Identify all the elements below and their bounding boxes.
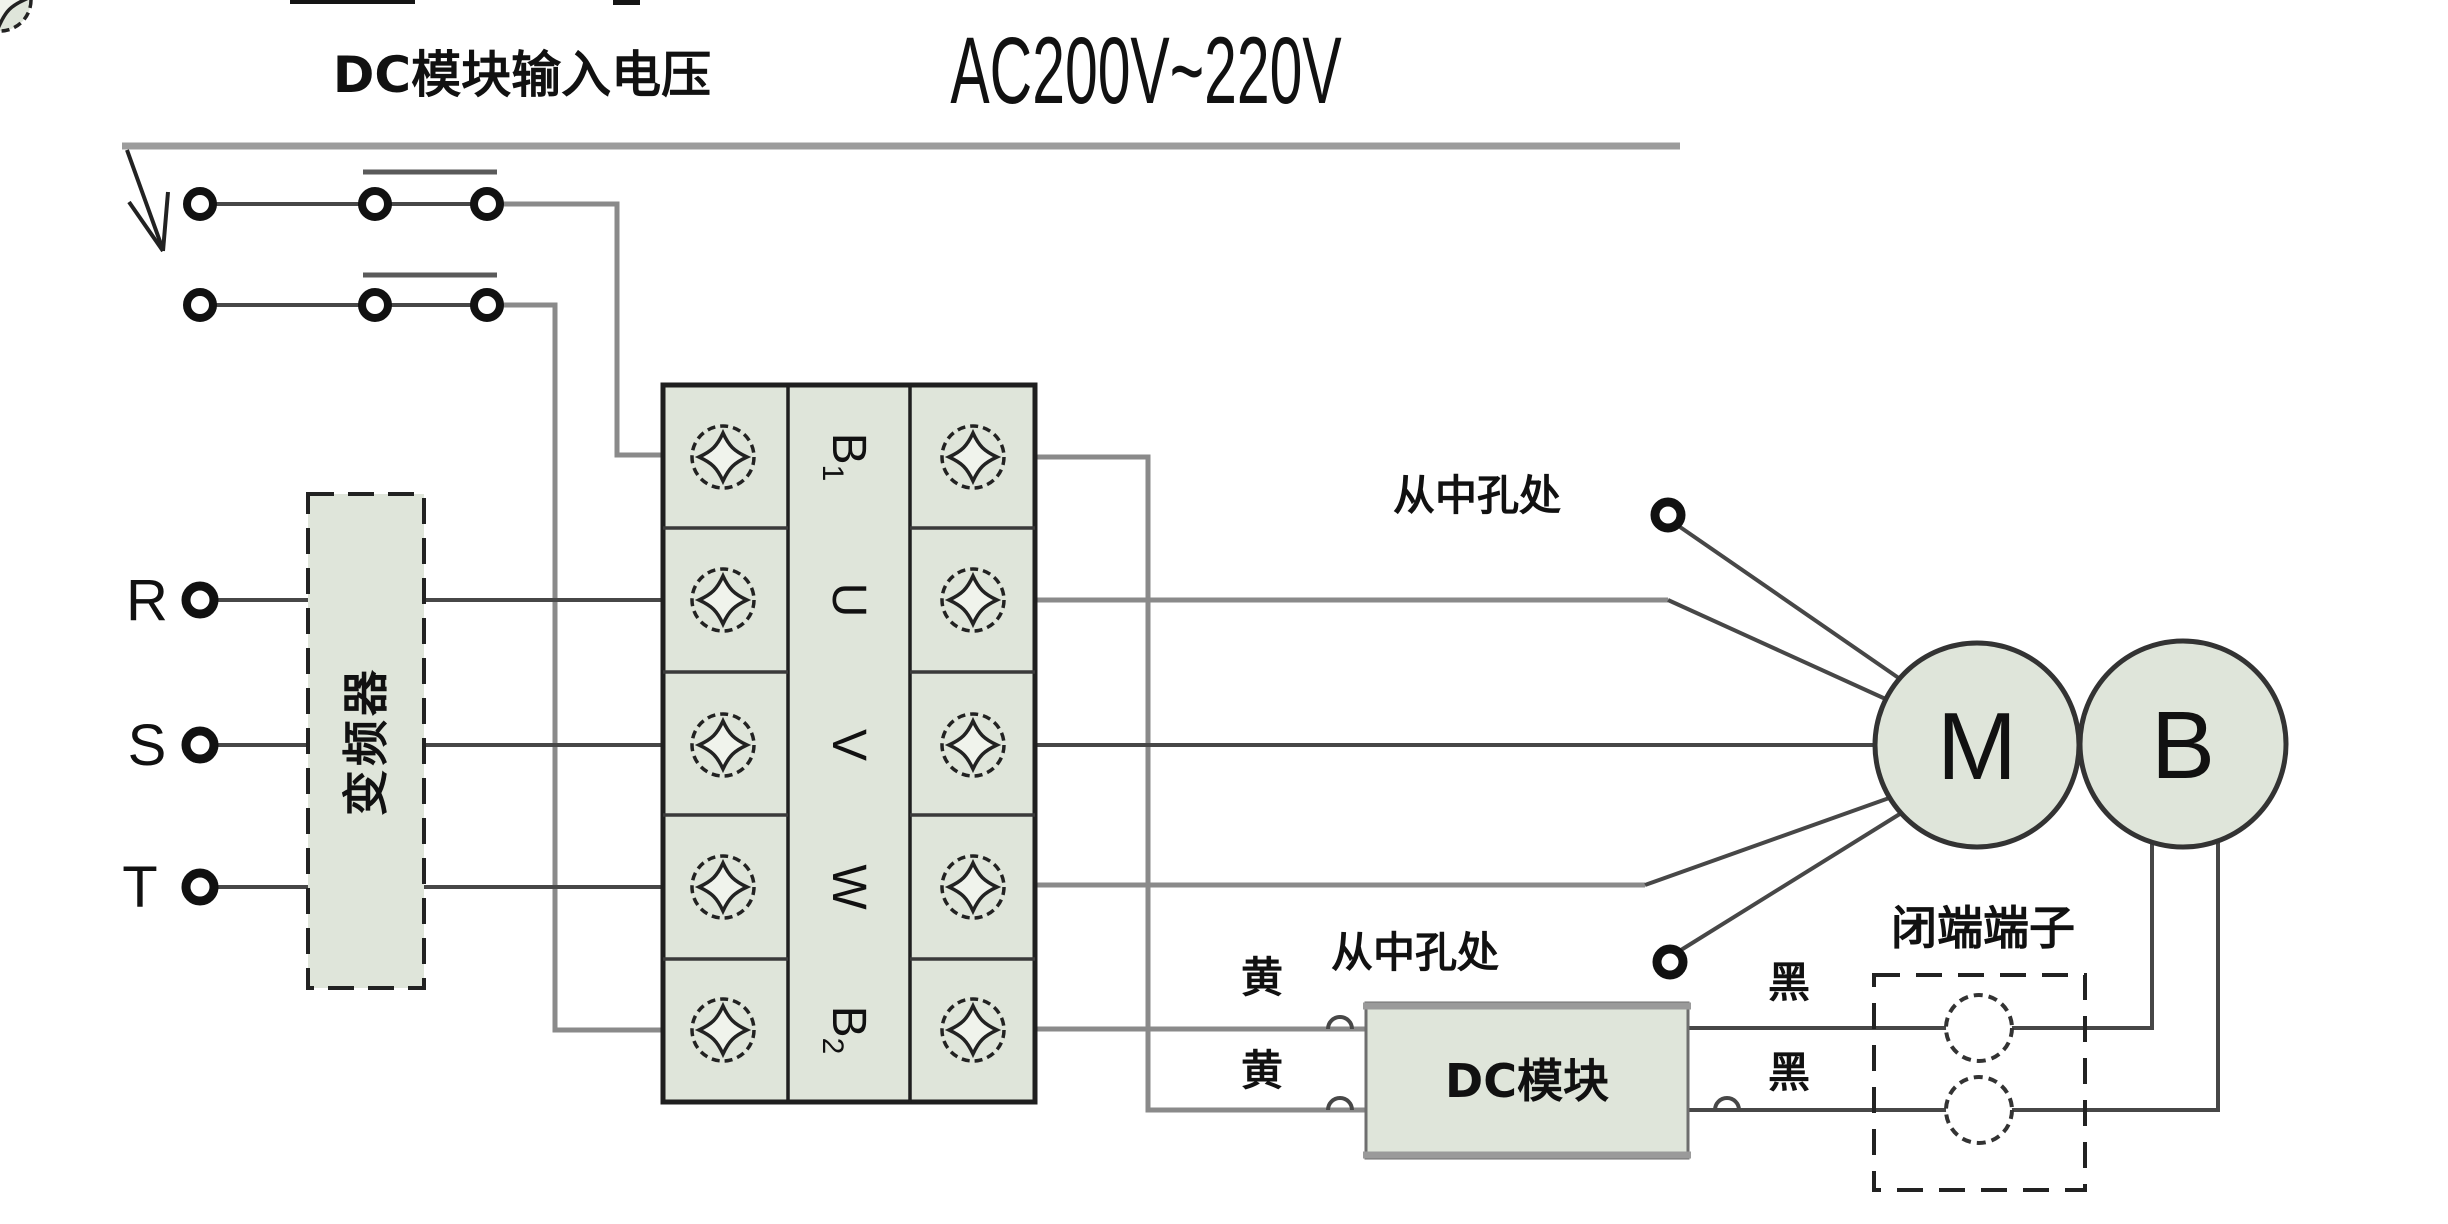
phase-terminal-r: R (126, 568, 219, 633)
wiring (200, 169, 2220, 1113)
dc-module-label: DC模块 (1445, 1054, 1609, 1108)
terminal-label-b1: B1 (816, 433, 875, 482)
switch-dot-icon (183, 187, 504, 322)
terminal-block: B1 U V W B2 (0, 0, 1038, 1105)
wire-u-phase-diagonal (1667, 598, 1891, 703)
yellow-wire-label-1: 黄 (1241, 953, 1283, 1002)
motor-label: M (1937, 693, 2017, 800)
black-wire-label-1: 黑 (1768, 958, 1810, 1007)
ac-voltage-title: AC200V~220V (950, 16, 1341, 123)
dc-module-box: DC模块 (1363, 1001, 1691, 1160)
screw-icon (690, 854, 756, 920)
yellow-wire-label-2: 黄 (1241, 1046, 1283, 1095)
wire-hop (1326, 1096, 1354, 1111)
phase-terminal-t: T (122, 855, 219, 920)
terminal-row-dividers (663, 526, 1035, 961)
phase-label-t: T (122, 855, 157, 920)
center-hole-annotation-bottom: 从中孔处 (1331, 928, 1688, 980)
black-wire-label-2: 黑 (1768, 1048, 1810, 1097)
phase-label-r: R (126, 568, 168, 633)
center-hole-label-bottom: 从中孔处 (1331, 928, 1499, 977)
terminal-label-u: U (822, 583, 875, 618)
wire-w-phase-diagonal (1644, 795, 1893, 887)
center-hole-dot-icon (1652, 944, 1688, 980)
screw-icon (690, 997, 756, 1063)
voltage-arrow-icon (125, 149, 170, 253)
screw-icon (690, 567, 756, 633)
center-hole-dot-icon (1650, 497, 1686, 533)
closed-end-terminal-label: 闭端端子 (1891, 901, 2075, 955)
terminal-label-b2: B2 (816, 1006, 875, 1055)
wire-hop (1713, 1096, 1741, 1111)
brake-circle: B (2077, 638, 2289, 850)
phase-terminal-s: S (128, 713, 219, 778)
closed-end-terminal-circle (1944, 993, 2014, 1063)
screw-icon (690, 424, 756, 490)
screw-icon (940, 424, 1006, 490)
screw-terminal-icons (0, 0, 1006, 1063)
wire-hop (1326, 1015, 1354, 1030)
terminal-dot-icon (181, 726, 219, 764)
motor-circle: M (1872, 640, 2082, 850)
terminal-label-v: V (822, 729, 875, 761)
phase-label-s: S (128, 713, 167, 778)
wire-b1-to-dc-module (973, 454, 1366, 1113)
inverter-box: 变频器 (306, 492, 426, 990)
screw-icon (940, 997, 1006, 1063)
screw-icon (940, 712, 1006, 778)
brake-label: B (2151, 692, 2215, 799)
screw-icon (690, 712, 756, 778)
dc-module-input-voltage-title: DC模块输入电压 (333, 46, 711, 104)
cropped-text-sliver (613, 0, 640, 5)
wire-switch2-to-b2 (487, 302, 723, 1033)
terminal-label-w: W (822, 864, 875, 910)
inverter-label: 变频器 (339, 666, 393, 816)
screw-icon (940, 567, 1006, 633)
wire-dc-black1-to-brake (1688, 838, 2154, 1030)
wire-dc-black2-to-brake (1688, 842, 2220, 1112)
terminal-dot-icon (181, 868, 219, 906)
terminal-row-labels: B1 U V W B2 (816, 433, 875, 1055)
closed-end-terminal-circle (1944, 1075, 2014, 1145)
disconnect-switch (183, 187, 504, 322)
closed-end-terminal-box: 闭端端子 (1872, 901, 2087, 1192)
wire-center-hole-bottom (1679, 810, 1905, 952)
center-hole-label-top: 从中孔处 (1393, 471, 1561, 520)
wire-center-hole-top (1678, 525, 1905, 683)
center-hole-annotation-top: 从中孔处 (1393, 471, 1686, 533)
screw-icon (940, 854, 1006, 920)
cropped-text-sliver (290, 0, 415, 4)
terminal-dot-icon (181, 581, 219, 619)
